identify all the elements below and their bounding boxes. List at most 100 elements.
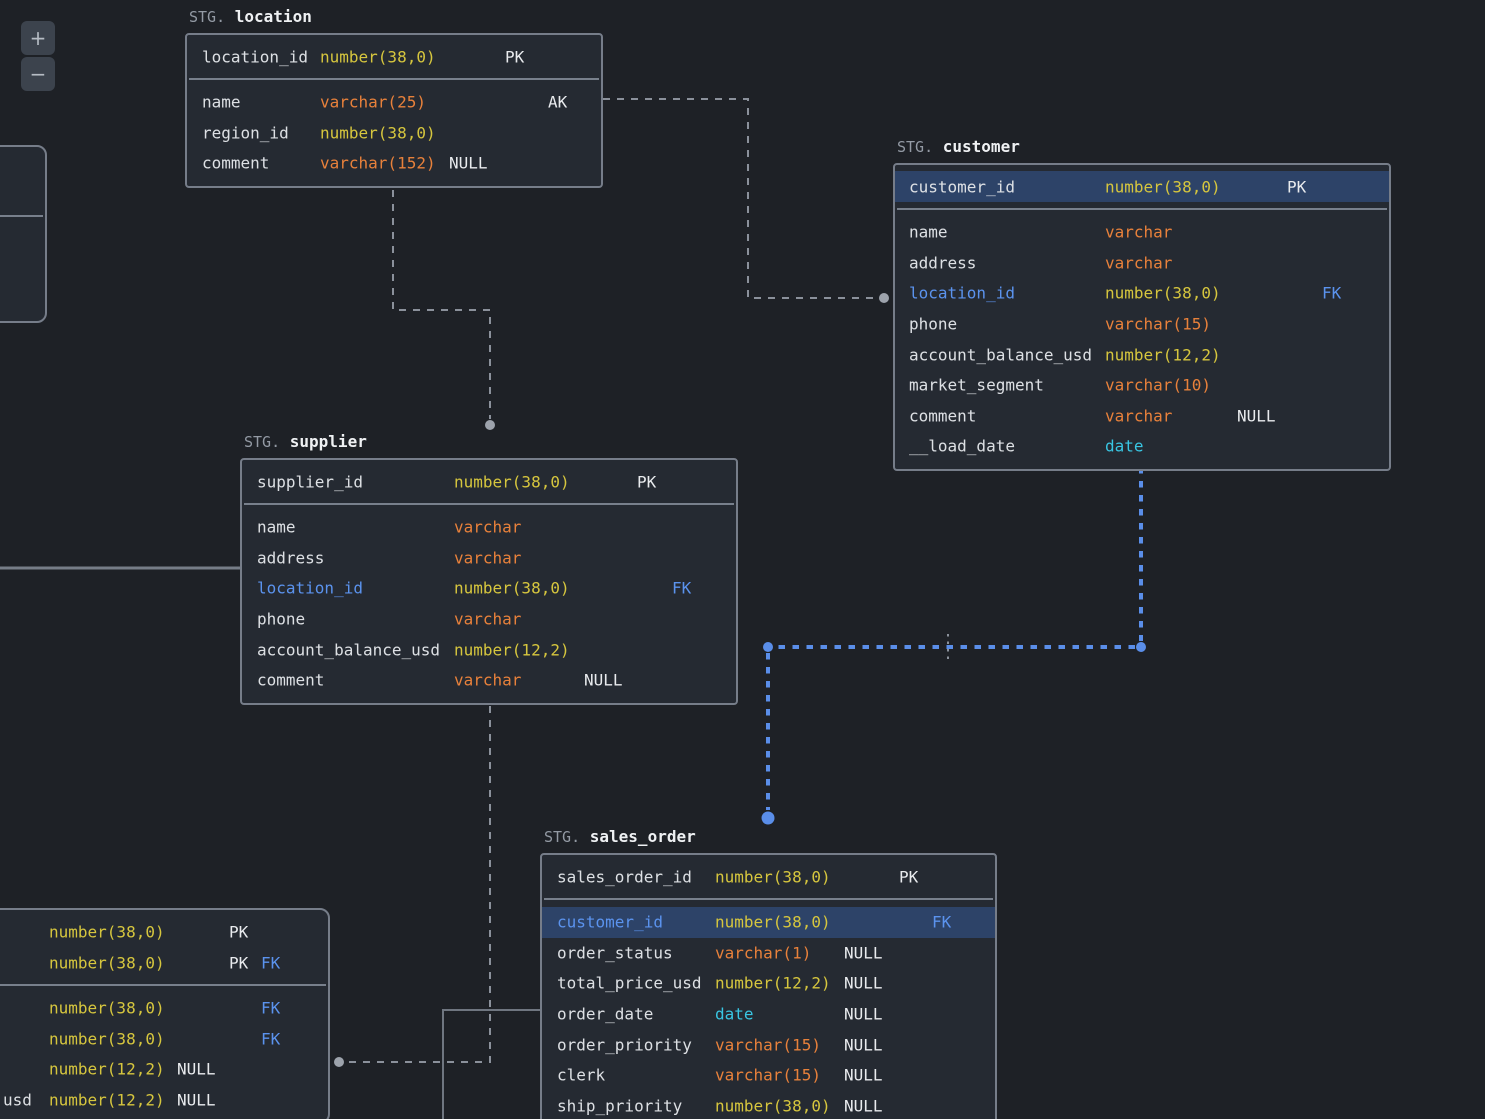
pk-flag: PK [229, 922, 249, 941]
column-type: number(12,2) [1105, 345, 1221, 365]
table-row[interactable]: number(12,2)NULL [0, 1054, 328, 1085]
relationship-supplier-left-table[interactable] [346, 706, 491, 1063]
column-type: number(38,0) [715, 867, 831, 886]
column-type: number(12,2) [49, 1059, 165, 1079]
table-row[interactable]: total_price_usd number(12,2) NULL [542, 968, 995, 999]
column-type: number(38,0) [320, 47, 436, 66]
schema-label: STG. [244, 433, 281, 451]
table-header-supplier[interactable]: STG. supplier [244, 431, 367, 453]
table-header-location[interactable]: STG. location [189, 6, 312, 28]
relationship-location-supplier[interactable] [392, 190, 491, 419]
table-name-label: customer [942, 137, 1020, 156]
connector-dot-selected [763, 642, 773, 652]
column-name: address [909, 253, 977, 273]
column-type: varchar [454, 670, 522, 690]
connector-dot [879, 293, 889, 303]
table-header-sales-order[interactable]: STG. sales_order [544, 826, 696, 848]
zoom-in-button[interactable]: + [21, 21, 55, 55]
pk-divider [244, 503, 734, 505]
key-flag: FK [672, 578, 692, 598]
column-type: varchar(10) [1105, 375, 1211, 395]
null-flag: NULL [844, 973, 883, 993]
column-name: account_balance_usd [257, 640, 441, 660]
column-name: comment [257, 670, 325, 690]
table-name-label: sales_order [589, 827, 696, 846]
column-name: market_segment [909, 375, 1044, 395]
column-type: number(38,0) [715, 912, 831, 932]
table-name-label: supplier [289, 432, 367, 451]
table-partial-top-left[interactable] [0, 145, 47, 323]
column-type: number(12,2) [715, 973, 831, 993]
column-name: total_price_usd [557, 973, 702, 993]
table-header-customer[interactable]: STG. customer [897, 136, 1020, 158]
pk-divider [544, 898, 993, 900]
column-name: comment [202, 153, 270, 173]
column-name: comment [909, 406, 977, 426]
column-type: number(38,0) [49, 953, 165, 972]
key-flag: FK [932, 912, 952, 932]
table-row[interactable]: number(38,0)FK [0, 993, 328, 1024]
schema-label: STG. [189, 8, 226, 26]
key-flag: FK [1322, 283, 1342, 303]
column-name: order_status [557, 943, 673, 963]
zoom-out-button[interactable]: − [21, 57, 55, 91]
pk-flag: PK [505, 47, 525, 66]
table-row[interactable]: number(38,0) PK [0, 916, 328, 947]
connector-dot [334, 1057, 344, 1067]
column-type: varchar(15) [1105, 314, 1211, 334]
column-name: name [202, 92, 241, 112]
column-name: address [257, 548, 325, 568]
table-row[interactable]: number(38,0)FK [0, 1024, 328, 1055]
column-type: number(38,0) [320, 123, 436, 143]
column-type: number(38,0) [49, 922, 165, 941]
column-name: location_id [257, 578, 363, 598]
relationship-sales-order-offscreen[interactable] [442, 1009, 540, 1119]
table-row[interactable]: market_segment varchar(10) [895, 370, 1389, 401]
pk-divider [897, 208, 1387, 210]
column-type: varchar(25) [320, 92, 426, 112]
null-flag: NULL [844, 1065, 883, 1085]
null-flag: NULL [844, 1004, 883, 1024]
column-name: name [909, 222, 948, 242]
relationship-location-customer[interactable] [603, 98, 877, 299]
pk-flag: PK [1287, 177, 1307, 196]
